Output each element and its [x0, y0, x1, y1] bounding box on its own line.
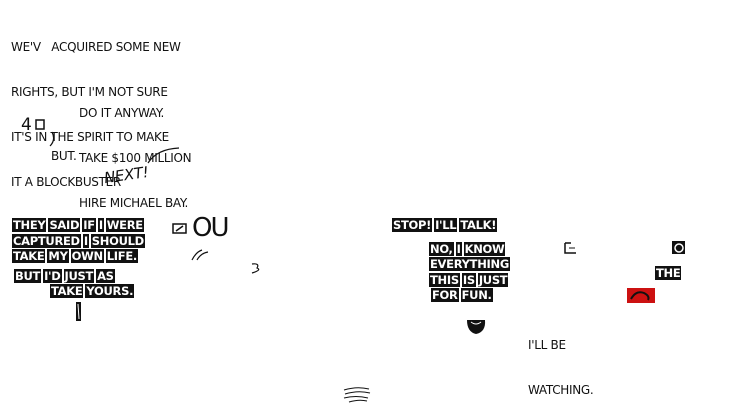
caption-word: OWN [70, 249, 104, 263]
caption-word: JUST [477, 273, 509, 287]
fragment-curl [251, 263, 260, 274]
caption-word: TAKE [12, 249, 46, 263]
fragment-bracket [564, 242, 576, 254]
caption-word: MY [47, 249, 69, 263]
caption-word: I [455, 242, 462, 256]
caption-word: I [82, 234, 89, 248]
caption-word: YOURS. [85, 284, 135, 298]
speech-but: BUT. [51, 149, 77, 163]
caption-word: FOR [431, 288, 459, 302]
caption-the: THE [655, 266, 683, 282]
fragment-small-box [172, 223, 187, 234]
speech-line: WE'V ACQUIRED SOME NEW [11, 40, 181, 54]
fragment-scribble [343, 387, 371, 403]
caption-word: THIS [429, 273, 460, 287]
speech-line: DO IT ANYWAY. [79, 106, 164, 120]
speech-tail-mark [35, 119, 54, 147]
speech-line: WATCHING. [528, 383, 594, 397]
caption-word: THE [655, 266, 682, 280]
speech-line: RIGHTS, BUT I'M NOT SURE [11, 85, 168, 99]
caption-word: TAKE [50, 284, 84, 298]
speech-acquired-rights: WE'V ACQUIRED SOME NEW RIGHTS, BUT I'M N… [11, 10, 181, 205]
caption-word: SHOULD [90, 234, 145, 248]
caption-word: KNOW [463, 242, 506, 256]
fragment-red-shape [627, 288, 655, 303]
caption-word: JUST [63, 269, 95, 283]
caption-word: BUT [14, 269, 42, 283]
caption-word: STOP! [392, 218, 433, 232]
caption-word: AS [96, 269, 115, 283]
caption-word: I [97, 218, 104, 232]
speech-line: IT'S IN THE SPIRIT TO MAKE [11, 130, 169, 144]
caption-word: FUN. [460, 288, 493, 302]
speech-watching: I'LL BE WATCHING. [528, 308, 594, 413]
speech-line: IT A BLOCKBUSTER [11, 175, 121, 189]
speech-line: HIRE MICHAEL BAY. [79, 196, 189, 210]
caption-word: WERE [105, 218, 144, 232]
caption-word: TALK! [459, 218, 498, 232]
caption-word: I'LL [434, 218, 458, 232]
caption-word: LIFE. [105, 249, 138, 263]
fragment-four: 4 [21, 115, 32, 135]
speech-line: I'LL BE [528, 338, 566, 352]
speech-do-it-anyway: DO IT ANYWAY. TAKE $100 MILLION HIRE MIC… [79, 76, 192, 226]
fragment-black-blob [467, 320, 486, 334]
fragment-eye-mark [672, 241, 685, 254]
caption-word: IF [82, 218, 96, 232]
caption-word: EVERYTHING [429, 257, 510, 271]
caption-word: SAID [48, 218, 81, 232]
caption-everything: EVERYTHING [429, 257, 512, 273]
caption-word: I'D [43, 269, 62, 283]
fragment-ou: OU [192, 213, 229, 243]
caption-word: THEY [12, 218, 47, 232]
caption-word: IS [461, 273, 476, 287]
fragment-vertical-mark [76, 302, 81, 321]
fragment-tick-marks [191, 249, 209, 261]
caption-word: CAPTURED [12, 234, 81, 248]
speech-tail-next [147, 147, 180, 164]
caption-word: NO, [429, 242, 454, 256]
